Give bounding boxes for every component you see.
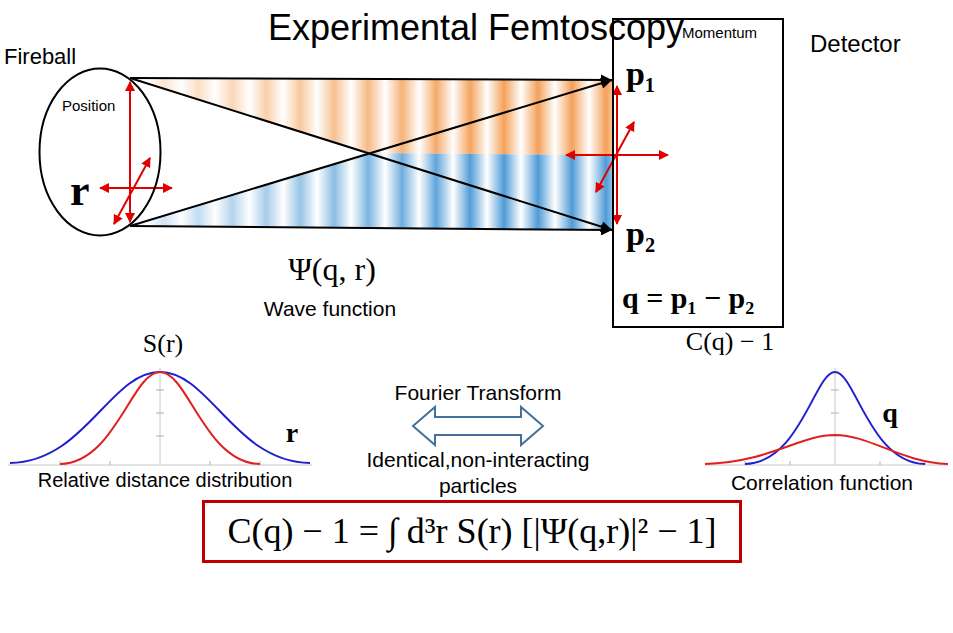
chart-caption: Relative distance distribution <box>38 468 293 492</box>
wave-band-blue <box>130 153 612 230</box>
caption-text: Wave function <box>264 296 396 321</box>
axis-variable: r <box>286 416 298 450</box>
chart-axis <box>835 368 836 465</box>
region-heading: Fireball <box>4 44 76 70</box>
formula-box: C(q) − 1 = ∫ d³r S(r) [|Ψ(q,r)|² − 1] <box>202 500 741 563</box>
momentum-symbol: p₂ <box>626 214 655 255</box>
axis-title: C(q) − 1 <box>686 326 774 357</box>
chart-axis <box>705 465 948 466</box>
correlation-curve <box>745 372 925 464</box>
correlation-formula: C(q) − 1 = ∫ d³r S(r) [|Ψ(q,r)|² − 1] <box>227 510 716 553</box>
propagation-arrow <box>130 78 612 230</box>
wave-fade <box>130 78 612 155</box>
chart-axis <box>160 368 161 465</box>
wave-fade <box>130 153 612 230</box>
axis-arrow <box>596 122 634 192</box>
fireball-outline <box>40 69 161 236</box>
wave-function-symbol: Ψ(q, r) <box>288 250 376 288</box>
diagram-title: Experimental Femtoscopy <box>268 6 684 49</box>
axis-variable: q <box>882 396 898 430</box>
condition-note: Identical,non-interacting particles <box>328 447 628 500</box>
chart-caption: Correlation function <box>731 470 913 495</box>
transform-label: Fourier Transform <box>395 380 562 405</box>
momentum-equation: q = p₁ − p₂ <box>622 280 754 316</box>
distribution-curve <box>10 372 310 463</box>
region-label: Position <box>62 97 115 115</box>
axis-arrow <box>114 158 150 224</box>
wave-band-orange <box>130 78 612 155</box>
region-heading: Detector <box>810 30 901 59</box>
fireball-ellipse: FireballPositionr <box>38 67 162 237</box>
propagation-arrow <box>130 226 612 230</box>
correlation-curve <box>705 435 948 464</box>
region-label: Momentum <box>682 24 757 42</box>
axis-title: S(r) <box>143 328 183 359</box>
momentum-symbol: p₁ <box>626 54 655 95</box>
double-arrow <box>413 407 543 445</box>
detector-box: DetectorMomentump₁p₂q = p₁ − p₂ <box>612 18 784 328</box>
axis-arrow <box>129 82 131 222</box>
vector-symbol: r <box>70 165 90 218</box>
distribution-curve <box>60 372 260 464</box>
ellipse-outline <box>38 67 162 237</box>
propagation-arrow <box>130 80 612 226</box>
propagation-arrow <box>130 78 612 80</box>
axis-arrow <box>100 187 172 189</box>
